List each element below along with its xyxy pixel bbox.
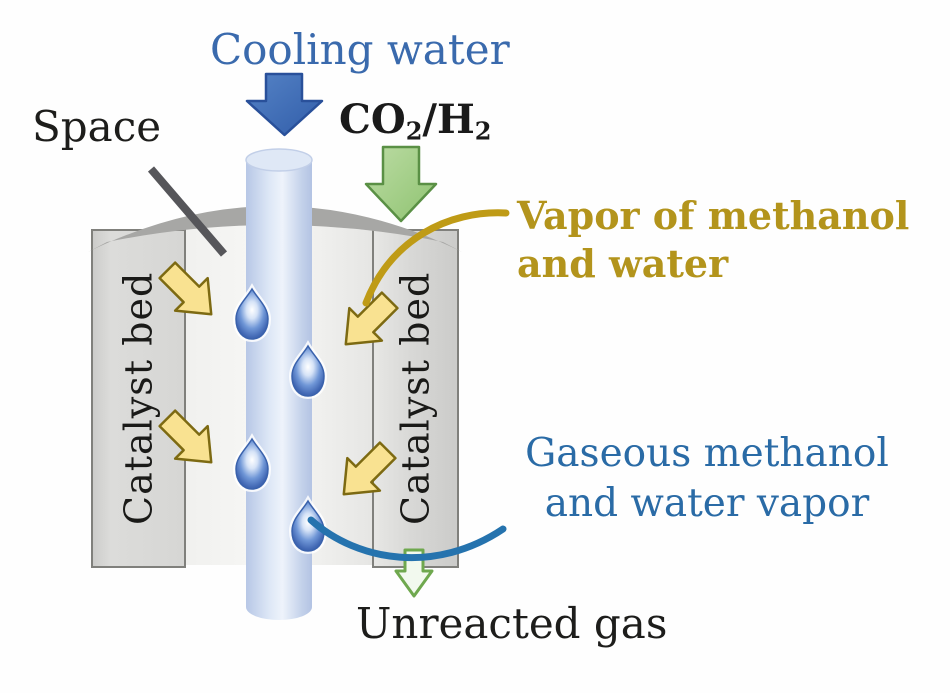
cooling-water-arrow-icon (245, 72, 324, 137)
vapor-of-methanol-label: Vapor of methanol and water (517, 192, 909, 287)
space-pointer-line (147, 166, 228, 257)
catalyst-bed-right-label: Catalyst bed (393, 271, 438, 526)
co2-h2-label: CO2/H2 (339, 96, 492, 146)
gaseous-methanol-label: Gaseous methanol and water vapor (492, 429, 922, 528)
reactor-dome (88, 206, 462, 252)
gaseous-line2: and water vapor (544, 480, 870, 526)
co2-h2-arrow-icon (364, 145, 438, 223)
unreacted-gas-arrow-icon (394, 548, 434, 598)
cooling-tube (246, 160, 312, 620)
condensate-curve-arrow (307, 516, 507, 562)
cooling-tube-top-cap (245, 148, 313, 172)
unreacted-gas-label: Unreacted gas (356, 599, 668, 648)
cooling-water-label: Cooling water (210, 25, 510, 74)
vapor-line2: and water (517, 240, 729, 286)
vapor-curve-arrow (362, 209, 510, 307)
gaseous-line1: Gaseous methanol (525, 431, 889, 476)
space-label: Space (32, 102, 162, 151)
catalyst-bed-left-label: Catalyst bed (116, 271, 161, 526)
vapor-line1: Vapor of methanol (517, 193, 910, 238)
